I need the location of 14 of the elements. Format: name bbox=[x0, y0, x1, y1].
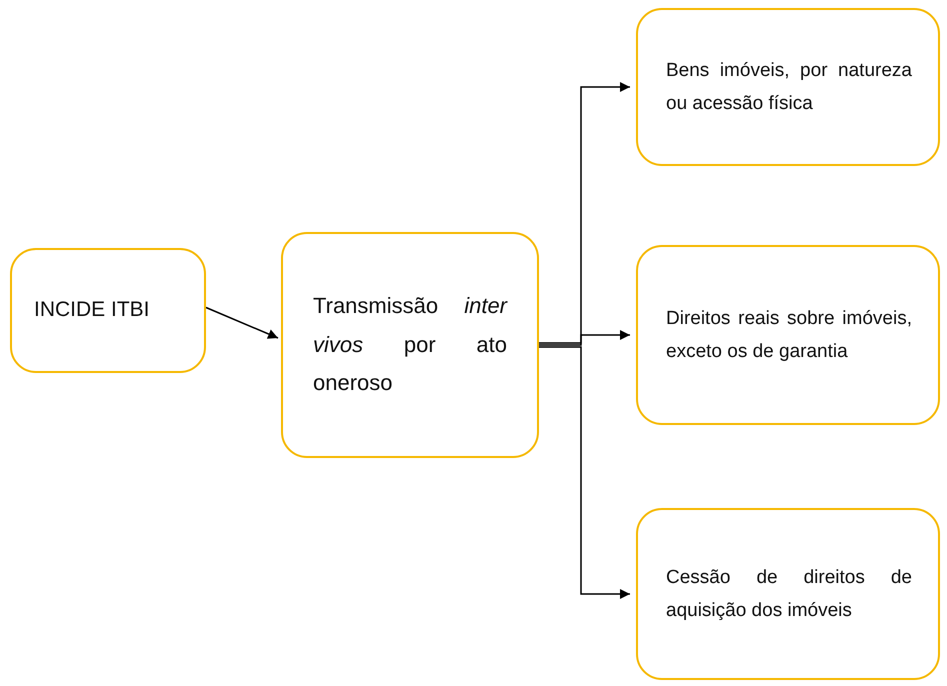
arrow bbox=[539, 82, 630, 344]
process-box bbox=[636, 8, 940, 166]
arrow bbox=[539, 346, 630, 599]
box-text: Transmissão inter vivos por ato oneroso bbox=[313, 292, 507, 398]
process-box bbox=[281, 232, 539, 458]
box-text: INCIDE ITBI bbox=[34, 297, 150, 324]
process-box bbox=[10, 248, 206, 373]
process-box bbox=[636, 508, 940, 680]
box-text: Direitos reais sobre imóveis, exceto os de garantia bbox=[666, 306, 912, 364]
process-box bbox=[636, 245, 940, 425]
box-text: Bens imóveis, por natureza ou acessão física bbox=[666, 58, 912, 116]
box-text: Cessão de direitos de aquisição dos imóveis bbox=[666, 566, 912, 623]
arrow bbox=[539, 330, 630, 346]
arrow bbox=[206, 306, 278, 339]
